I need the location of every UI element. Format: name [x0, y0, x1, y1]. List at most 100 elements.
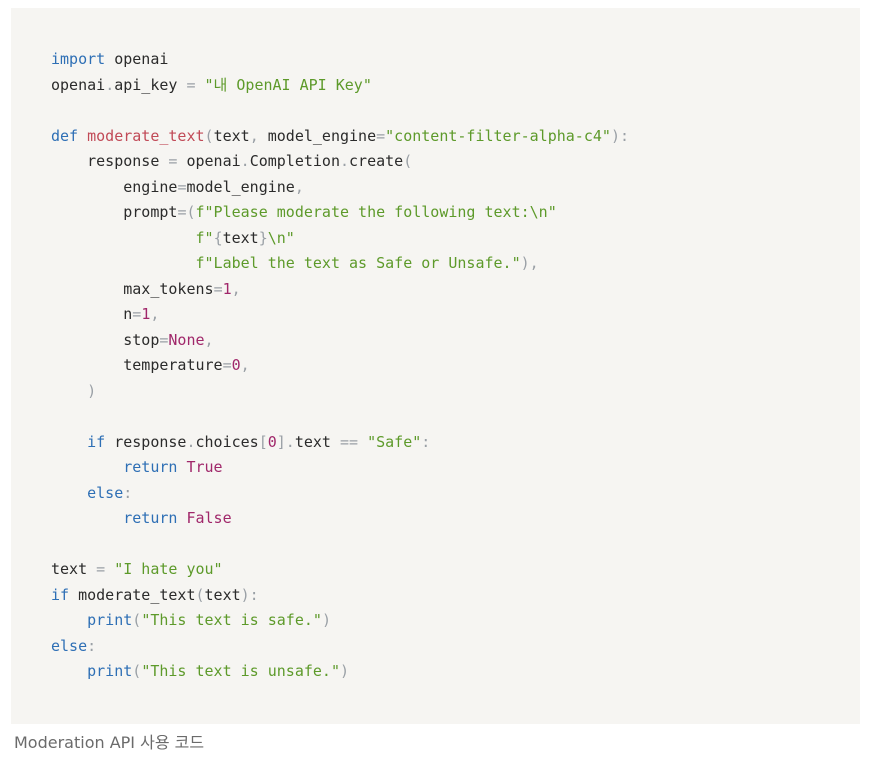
code-token-op: ( — [132, 611, 142, 629]
code-token-keyword: return — [123, 458, 178, 476]
code-token-op: , — [240, 356, 250, 374]
code-token-op: , — [294, 177, 304, 196]
code-token-ident — [358, 433, 367, 451]
code-token-ident: text — [51, 560, 97, 578]
code-line: f"Label the text as Safe or Unsafe."), — [51, 251, 629, 277]
code-token-op: : — [421, 432, 431, 451]
code-token-op: . — [240, 152, 250, 170]
code-token-op: ) — [321, 611, 331, 629]
code-line: else: — [51, 634, 629, 660]
code-token-string: f"Label the text as Safe or Unsafe." — [195, 254, 521, 272]
code-token-ident: stop — [51, 330, 160, 349]
code-token-keyword: print — [87, 611, 133, 629]
code-token-op: ) — [340, 662, 350, 680]
code-token-ident: openai — [51, 75, 106, 94]
code-token-number: 0 — [267, 432, 277, 451]
code-token-ident: text — [213, 126, 250, 145]
code-line: n=1, — [51, 302, 629, 328]
code-token-keyword: def — [51, 126, 79, 145]
code-token-string: "내 OpenAI API Key" — [204, 75, 372, 94]
code-line — [51, 532, 629, 558]
code-token-ident — [51, 509, 123, 527]
code-line: prompt=(f"Please moderate the following … — [51, 200, 629, 226]
code-token-string: \n" — [267, 228, 295, 247]
code-line: f"{text}\n" — [51, 226, 629, 252]
code-line — [51, 98, 629, 124]
code-line: return True — [51, 455, 629, 481]
code-token-string: "This text is safe." — [141, 611, 322, 629]
code-line: temperature=0, — [51, 353, 629, 379]
code-token-op: = — [132, 305, 142, 323]
code-token-number: 0 — [231, 356, 241, 374]
code-token-ident: text — [294, 432, 340, 451]
code-token-op: = — [96, 560, 106, 578]
code-token-op: ( — [132, 662, 142, 680]
code-token-ident: temperature — [51, 356, 223, 374]
code-token-keyword: else — [51, 636, 88, 655]
code-token-ident — [105, 560, 114, 578]
code-token-ident: response — [51, 152, 169, 170]
code-token-op: =( — [177, 203, 196, 221]
code-token-string: f"Please moderate the following text:\n" — [195, 203, 557, 221]
code-token-ident: prompt — [51, 203, 178, 221]
code-token-op: . — [186, 432, 196, 451]
code-token-func: moderate_text — [87, 126, 205, 145]
code-token-ident — [51, 382, 87, 400]
code-token-op: = — [168, 152, 178, 170]
code-token-ident: engine — [51, 177, 178, 196]
code-token-const: None — [168, 330, 205, 349]
code-token-number: 1 — [141, 305, 151, 323]
code-token-const: True — [186, 458, 223, 476]
code-token-string: "content-filter-alpha-c4" — [385, 126, 611, 145]
code-line: import openai — [51, 47, 629, 73]
code-line: text = "I hate you" — [51, 557, 629, 583]
code-token-ident — [51, 484, 87, 502]
code-token-op: [ — [258, 432, 268, 451]
code-token-op: ): — [610, 126, 629, 145]
code-token-ident: api_key — [114, 75, 187, 94]
code-token-op: = — [177, 177, 187, 196]
code-token-op: , — [150, 305, 160, 323]
code-token-op: ), — [520, 254, 539, 272]
figure-caption: Moderation API 사용 코드 — [14, 733, 205, 752]
code-token-op: : — [87, 636, 97, 655]
code-line: openai.api_key = "내 OpenAI API Key" — [51, 73, 629, 99]
code-token-string: "Safe" — [367, 432, 422, 451]
code-token-ident — [78, 127, 87, 145]
code-line: print("This text is unsafe.") — [51, 659, 629, 685]
code-token-string: f" — [195, 228, 214, 247]
code-token-ident — [51, 662, 87, 680]
code-token-ident: openai — [105, 50, 169, 68]
code-token-op: , — [231, 279, 241, 298]
code-line: def moderate_text(text, model_engine="co… — [51, 124, 629, 150]
code-token-ident — [51, 458, 123, 476]
code-line: response = openai.Completion.create( — [51, 149, 629, 175]
code-token-op: ): — [240, 585, 259, 604]
code-token-number: 1 — [222, 279, 232, 298]
code-token-ident: model_engine — [258, 126, 377, 145]
code-token-op: ) — [87, 381, 97, 400]
code-token-op: = — [213, 279, 223, 298]
code-token-op: , — [204, 330, 214, 349]
code-token-keyword: else — [87, 483, 124, 502]
code-token-ident — [51, 433, 87, 451]
code-line: print("This text is safe.") — [51, 608, 629, 634]
code-line: ) — [51, 379, 629, 405]
code-token-op: = — [186, 75, 196, 94]
code-token-op: = — [222, 356, 232, 374]
code-token-op: : — [123, 483, 133, 502]
code-token-op: , — [249, 126, 259, 145]
code-token-op: { — [213, 228, 223, 247]
code-token-op: ]. — [276, 432, 295, 451]
code-token-op: ( — [403, 152, 413, 170]
code-token-op: ( — [204, 126, 214, 145]
code-token-keyword: if — [87, 432, 106, 451]
code-token-op: = — [159, 330, 169, 349]
code-token-ident: choices — [195, 432, 259, 451]
code-token-op: == — [340, 432, 359, 451]
code-line: else: — [51, 481, 629, 507]
code-token-keyword: import — [51, 50, 106, 68]
code-token-op: } — [258, 228, 268, 247]
